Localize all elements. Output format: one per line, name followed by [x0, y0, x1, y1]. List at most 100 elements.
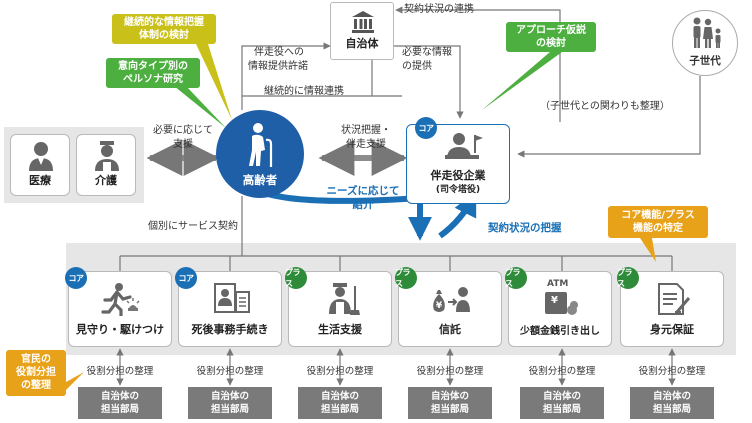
doctor-icon	[29, 142, 53, 171]
callout-role: 官民の 役割分担 の整理	[6, 350, 66, 396]
dept-line-2: 担当部局	[210, 404, 249, 415]
callout-function-line-2: 機能の特定	[633, 223, 683, 234]
label-consent-line-2: 情報提供許諾	[248, 61, 308, 72]
callout-approach-line-2: の検討	[536, 38, 566, 49]
service-badge: プラス	[617, 267, 639, 289]
dept-line-2: 担当部局	[430, 404, 469, 415]
label-status-line-1: 状況把握・	[341, 125, 391, 136]
cleaning-staff-icon	[329, 283, 360, 315]
label-referral-line-1: ニーズに応じて	[326, 185, 400, 197]
role-label: 役割分担の整理	[86, 366, 154, 377]
role-label: 役割分担の整理	[196, 366, 264, 377]
service-badge: プラス	[395, 267, 417, 289]
service-card-life-support: プラス 生活支援	[285, 267, 392, 347]
provider-core-badge: コア	[415, 117, 437, 139]
callout-persona-line-2: ペルソナ研究	[123, 74, 183, 85]
yen-symbol: ¥	[551, 295, 558, 306]
label-info-provision-line-1: 必要な情報	[402, 47, 452, 58]
callout-approach-line-1: アプローチ仮説	[516, 25, 586, 36]
service-card-trust: プラス ¥ 信託	[395, 267, 502, 347]
medical-name: 医療	[29, 174, 51, 187]
service-card-posthumous: コア 死後事務手続き	[175, 267, 282, 347]
service-name: 身元保証	[650, 323, 694, 336]
dept-line-1: 自治体の	[320, 391, 359, 402]
government-name: 自治体	[345, 37, 379, 50]
role-label: 役割分担の整理	[528, 366, 596, 377]
label-continuous-sync: 継続的に情報連携	[264, 86, 344, 97]
callout-role-line-2: 役割分担	[16, 367, 56, 378]
elderly-node: 高齢者	[216, 110, 304, 198]
government-department: 自治体の担当部局	[408, 387, 492, 419]
government-department: 自治体の担当部局	[188, 387, 272, 419]
service-name: 死後事務手続き	[191, 323, 269, 336]
atm-label: ATM	[547, 279, 569, 289]
government-department: 自治体の担当部局	[520, 387, 604, 419]
label-info-provision-line-2: の提供	[402, 61, 432, 72]
service-card-guarantee: プラス 身元保証	[617, 267, 724, 347]
callout-role-line-1: 官民の	[21, 354, 51, 365]
dept-line-1: 自治体の	[542, 391, 581, 402]
atm-icon	[545, 292, 578, 315]
elderly-person-icon	[249, 123, 273, 167]
callout-function: コア機能/プラス 機能の特定	[608, 206, 708, 238]
callout-persona-line-1: 意向タイプ別の	[118, 61, 188, 72]
label-support-line-2: 支援	[173, 139, 193, 150]
callout-role-line-3: の整理	[21, 380, 51, 391]
provider-person-icon	[445, 133, 483, 159]
care-card: 介護	[76, 134, 136, 196]
callout-persona: 意向タイプ別の ペルソナ研究	[106, 58, 200, 88]
provider-sub: (司令塔役)	[435, 185, 481, 195]
elderly-name: 高齢者	[242, 173, 278, 187]
label-consent-line-1: 伴走役への	[254, 47, 304, 58]
label-support-line-1: 必要に応じて	[153, 125, 213, 136]
service-badge: プラス	[505, 267, 527, 289]
service-badge: コア	[65, 267, 87, 289]
role-label: 役割分担の整理	[416, 366, 484, 377]
role-label: 役割分担の整理	[306, 366, 374, 377]
dept-line-1: 自治体の	[652, 391, 691, 402]
children-name: 子世代	[689, 55, 721, 67]
label-status-line-2: 伴走支援	[346, 139, 386, 150]
label-referral-line-2: 紹介	[352, 199, 374, 211]
government-building-icon	[352, 11, 374, 33]
government-node: 自治体	[330, 2, 394, 60]
callout-info-system-line-2: 体制の検討	[139, 30, 189, 41]
callout-approach: アプローチ仮説 の検討	[506, 22, 596, 52]
dept-line-1: 自治体の	[210, 391, 249, 402]
service-name: 見守り・駆けつけ	[76, 323, 164, 336]
children-node: 子世代	[672, 10, 738, 76]
dept-line-1: 自治体の	[430, 391, 469, 402]
family-icon	[693, 17, 721, 48]
label-contract-sync: 契約状況の連携	[404, 4, 474, 15]
care-name: 介護	[95, 174, 117, 187]
dept-line-2: 担当部局	[542, 404, 581, 415]
guarantee-document-icon	[658, 283, 691, 315]
label-individual-contract: 個別にサービス契約	[148, 221, 238, 232]
caregiver-icon	[95, 141, 119, 171]
provider-node: コア 伴走役企業 (司令塔役)	[406, 117, 510, 204]
svg-text:¥: ¥	[436, 301, 443, 311]
dept-line-1: 自治体の	[100, 391, 139, 402]
money-bag-icon: ¥	[433, 287, 470, 312]
label-contract-status: 契約状況の把握	[488, 222, 562, 234]
government-department: 自治体の担当部局	[298, 387, 382, 419]
running-person-icon	[101, 283, 140, 316]
government-department: 自治体の担当部局	[630, 387, 714, 419]
dept-line-2: 担当部局	[100, 404, 139, 415]
medical-card: 医療	[10, 134, 70, 196]
dept-line-2: 担当部局	[652, 404, 691, 415]
role-label: 役割分担の整理	[638, 366, 706, 377]
callout-info-system: 継続的な情報把握 体制の検討	[112, 14, 216, 44]
service-card-watch: コア 見守り・駆けつけ	[65, 267, 172, 347]
provider-name: 伴走役企業	[430, 169, 486, 182]
documents-icon	[214, 283, 250, 313]
service-name: 少額金銭引き出し	[520, 326, 600, 337]
label-children-note: （子世代との関わりも整理）	[540, 101, 670, 112]
service-badge: プラス	[285, 267, 307, 289]
service-name: 信託	[439, 323, 461, 336]
government-department: 自治体の担当部局	[78, 387, 162, 419]
service-name: 生活支援	[318, 323, 362, 336]
callout-info-system-line-1: 継続的な情報把握	[124, 17, 204, 28]
service-card-withdrawal: プラス ATM ¥ 少額金銭引き出し	[505, 267, 612, 347]
